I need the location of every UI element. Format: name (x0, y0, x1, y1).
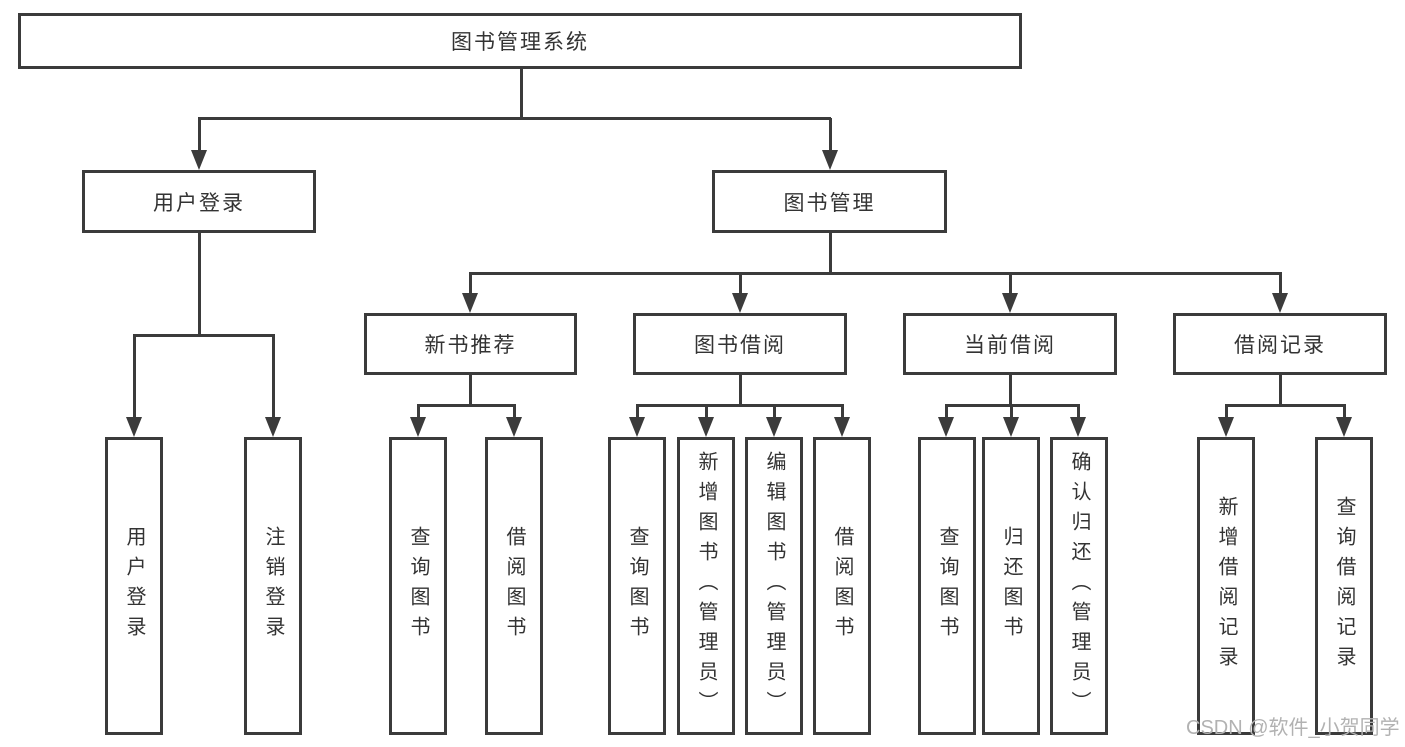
connector-arrow-shaft (133, 335, 136, 419)
leaf-current-return-books: 归还图书 (982, 437, 1040, 735)
leaf-label: 查询图书 (936, 526, 958, 646)
node-label: 用户登录 (153, 191, 245, 215)
node-current-borrowing: 当前借阅 (903, 313, 1117, 375)
connector-arrow-shaft (705, 405, 708, 419)
leaf-records-query-record: 查询借阅记录 (1315, 437, 1373, 735)
leaf-label: 查询图书 (407, 526, 429, 646)
csdn-watermark: CSDN @软件_小贺同学 (1186, 717, 1400, 739)
connector-level2-rail (469, 272, 1282, 275)
connector-arrow-shaft (1077, 405, 1080, 419)
arrowhead-down-icon (629, 417, 645, 437)
leaf-user-login: 用户登录 (105, 437, 163, 735)
connector-level1-rail (198, 117, 831, 120)
leaf-borrow-add-books-admin: 新增图书（管理员） (677, 437, 735, 735)
leaf-newbook-query-books: 查询图书 (389, 437, 447, 735)
node-label: 图书管理 (783, 191, 876, 215)
leaf-label: 查询借阅记录 (1333, 496, 1355, 676)
connector-records-rail (1225, 404, 1346, 407)
leaf-logout: 注销登录 (244, 437, 302, 735)
arrowhead-down-icon (191, 150, 207, 170)
connector-arrow-shaft (841, 405, 844, 419)
arrowhead-down-icon (1002, 293, 1018, 313)
connector-arrow-shaft (417, 405, 420, 419)
connector-arrow-shaft (1009, 273, 1012, 295)
connector-newbook-stub (469, 375, 472, 405)
arrowhead-down-icon (462, 293, 478, 313)
leaf-label: 归还图书 (1000, 526, 1022, 646)
connector-arrow-shaft (198, 118, 201, 152)
node-library-management-system: 图书管理系统 (18, 13, 1022, 69)
node-label: 当前借阅 (964, 334, 1056, 357)
arrowhead-down-icon (1336, 417, 1352, 437)
leaf-label: 用户登录 (123, 526, 145, 646)
connector-records-stub (1279, 375, 1282, 405)
leaf-records-add-record: 新增借阅记录 (1197, 437, 1255, 735)
connector-borrow-stub (739, 375, 742, 405)
leaf-newbook-borrow-books: 借阅图书 (485, 437, 543, 735)
node-borrowing-records: 借阅记录 (1173, 313, 1387, 375)
connector-arrow-shaft (1225, 405, 1228, 419)
node-user-login: 用户登录 (82, 170, 316, 233)
leaf-label: 新增借阅记录 (1215, 496, 1237, 676)
leaf-label: 注销登录 (262, 526, 284, 646)
connector-arrow-shaft (1279, 273, 1282, 295)
connector-borrow-rail (636, 404, 844, 407)
connector-arrow-shaft (513, 405, 516, 419)
arrowhead-down-icon (1218, 417, 1234, 437)
arrowhead-down-icon (126, 417, 142, 437)
leaf-current-confirm-return-admin: 确认归还（管理员） (1050, 437, 1108, 735)
connector-arrow-shaft (1343, 405, 1346, 419)
node-label: 图书借阅 (694, 334, 786, 357)
leaf-label: 查询图书 (626, 526, 648, 646)
connector-bookmgmt-stub (829, 233, 832, 273)
connector-arrow-shaft (272, 335, 275, 419)
arrowhead-down-icon (766, 417, 782, 437)
connector-newbook-rail (417, 404, 516, 407)
connector-arrow-shaft (829, 118, 832, 152)
arrowhead-down-icon (1070, 417, 1086, 437)
node-book-borrowing: 图书借阅 (633, 313, 847, 375)
leaf-label: 编辑图书（管理员） (763, 451, 785, 721)
connector-current-stub (1009, 375, 1012, 405)
leaf-label: 新增图书（管理员） (695, 451, 717, 721)
connector-userlogin-stub (198, 233, 201, 335)
connector-arrow-shaft (1010, 405, 1013, 419)
leaf-label: 借阅图书 (831, 526, 853, 646)
connector-userlogin-rail (133, 334, 275, 337)
node-label: 新书推荐 (424, 334, 517, 357)
arrowhead-down-icon (410, 417, 426, 437)
arrowhead-down-icon (1272, 293, 1288, 313)
node-label: 图书管理系统 (451, 31, 589, 54)
leaf-borrow-edit-books-admin: 编辑图书（管理员） (745, 437, 803, 735)
arrowhead-down-icon (938, 417, 954, 437)
leaf-label: 确认归还（管理员） (1068, 451, 1090, 721)
arrowhead-down-icon (1003, 417, 1019, 437)
arrowhead-down-icon (698, 417, 714, 437)
arrowhead-down-icon (834, 417, 850, 437)
leaf-borrow-borrow-books: 借阅图书 (813, 437, 871, 735)
node-book-management: 图书管理 (712, 170, 947, 233)
connector-arrow-shaft (739, 273, 742, 295)
arrowhead-down-icon (732, 293, 748, 313)
connector-arrow-shaft (773, 405, 776, 419)
connector-root-stub (520, 68, 523, 118)
connector-arrow-shaft (469, 273, 472, 295)
leaf-current-query-books: 查询图书 (918, 437, 976, 735)
arrowhead-down-icon (265, 417, 281, 437)
leaf-borrow-query-books: 查询图书 (608, 437, 666, 735)
node-new-book-recommendation: 新书推荐 (364, 313, 577, 375)
connector-arrow-shaft (636, 405, 639, 419)
arrowhead-down-icon (822, 150, 838, 170)
arrowhead-down-icon (506, 417, 522, 437)
connector-arrow-shaft (945, 405, 948, 419)
leaf-label: 借阅图书 (503, 526, 525, 646)
node-label: 借阅记录 (1234, 334, 1326, 357)
